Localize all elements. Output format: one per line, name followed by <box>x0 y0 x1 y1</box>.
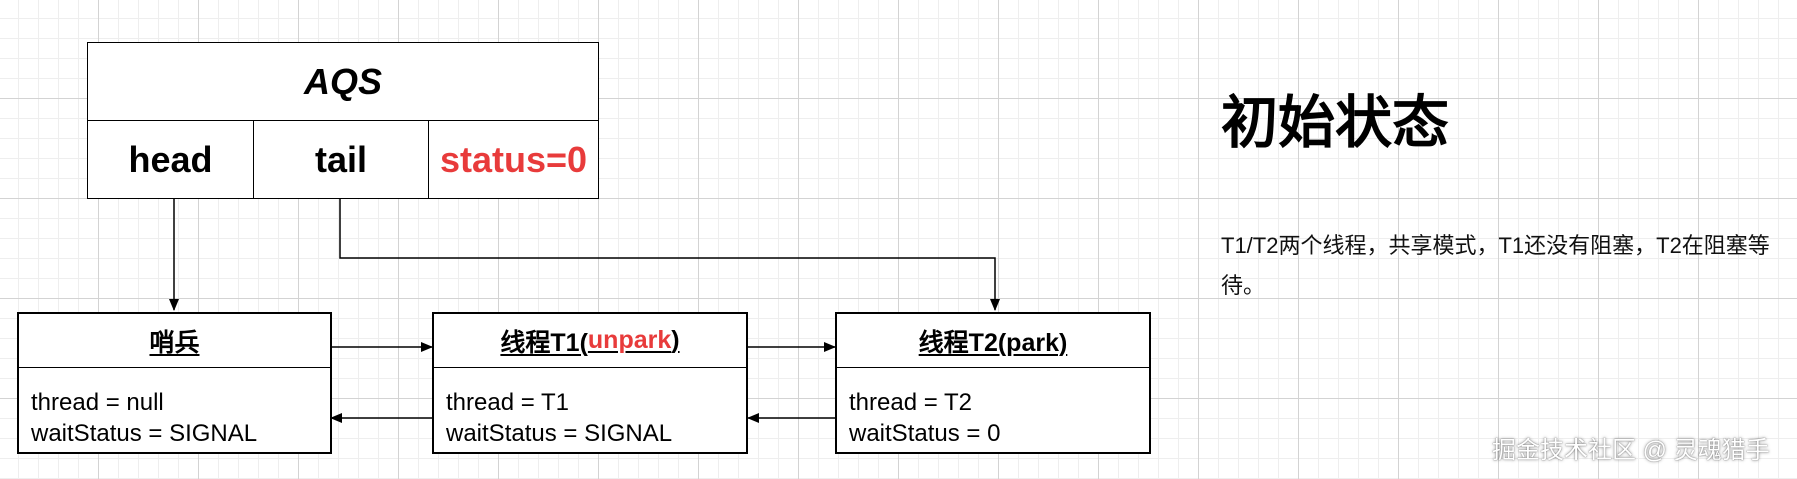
thread-t1-node-fields: thread = T1 waitStatus = SIGNAL <box>446 387 672 449</box>
sentinel-node-title: 哨兵 <box>19 314 330 367</box>
sentinel-node-divider <box>19 367 330 368</box>
t1-thread-field: thread = T1 <box>446 389 569 416</box>
thread-t1-node-title: 线程T1(unpark) <box>434 314 746 367</box>
sentinel-thread-field: thread = null <box>31 389 164 416</box>
tail-pointer-arrow <box>339 199 1000 311</box>
t1-title-highlight: unpark <box>587 326 672 354</box>
thread-t2-node-divider <box>837 367 1149 368</box>
aqs-head-field: head <box>88 121 254 198</box>
t2-waitstatus-field: waitStatus = 0 <box>849 420 1001 447</box>
thread-t2-node-fields: thread = T2 waitStatus = 0 <box>849 387 1000 449</box>
thread-t2-node: 线程T2(park) thread = T2 waitStatus = 0 <box>835 312 1151 454</box>
t2-thread-field: thread = T2 <box>849 389 972 416</box>
sentinel-waitstatus-field: waitStatus = SIGNAL <box>31 420 258 447</box>
t2-title-text: 线程T2(park) <box>918 328 1068 357</box>
t1-title-suffix: ) <box>671 326 680 354</box>
sentinel-node: 哨兵 thread = null waitStatus = SIGNAL <box>17 312 332 454</box>
t1-title-prefix: 线程T1( <box>500 328 588 357</box>
watermark-text: 掘金技术社区 @ 灵魂猎手 <box>1492 437 1770 464</box>
aqs-title: AQS <box>88 43 598 121</box>
thread-t1-node: 线程T1(unpark) thread = T1 waitStatus = SI… <box>432 312 748 454</box>
aqs-tail-field: tail <box>254 121 429 198</box>
state-description: T1/T2两个线程，共享模式，T1还没有阻塞，T2在阻塞等待。 <box>1221 233 1770 298</box>
aqs-box: AQS head tail status=0 <box>87 42 599 199</box>
thread-t1-node-divider <box>434 367 746 368</box>
thread-t2-node-title: 线程T2(park) <box>837 314 1149 367</box>
aqs-status-field: status=0 <box>439 138 588 180</box>
sentinel-title-text: 哨兵 <box>149 328 200 357</box>
sentinel-node-fields: thread = null waitStatus = SIGNAL <box>31 387 257 449</box>
state-title: 初始状态 <box>1221 91 1449 155</box>
t1-waitstatus-field: waitStatus = SIGNAL <box>446 420 673 447</box>
